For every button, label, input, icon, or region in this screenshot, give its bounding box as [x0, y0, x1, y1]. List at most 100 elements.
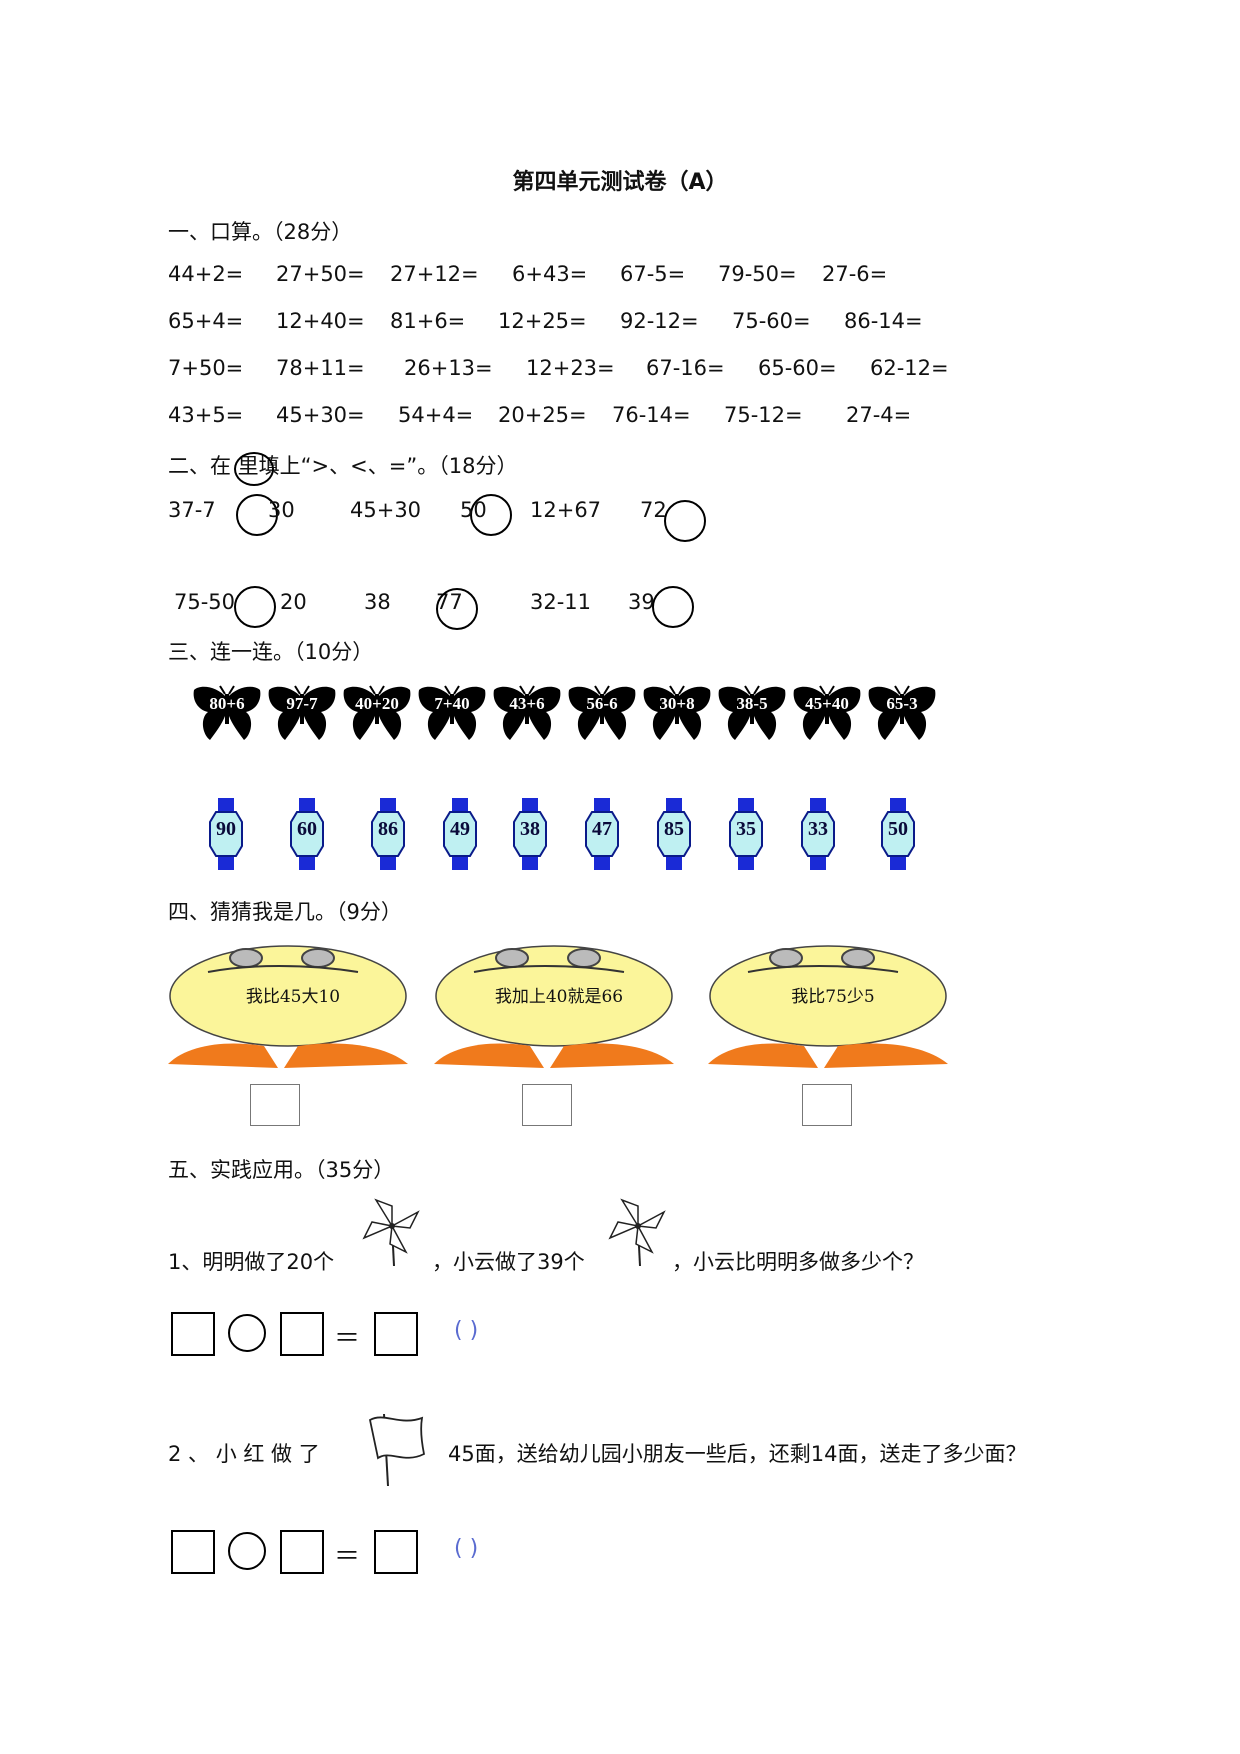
compare-circle-blank[interactable]	[236, 494, 278, 536]
unit-parentheses[interactable]: ( )	[454, 1536, 479, 1561]
compare-right: 30	[268, 498, 295, 522]
math-item: 12+23=	[526, 356, 615, 380]
frog-card: 我加上40就是66	[434, 944, 684, 1068]
equation-box[interactable]	[374, 1530, 418, 1574]
watch-card[interactable]: 35	[728, 798, 764, 870]
compare-circle-blank[interactable]	[652, 586, 694, 628]
pinwheel-icon	[362, 1196, 420, 1266]
unit-parentheses[interactable]: ( )	[454, 1318, 479, 1343]
butterfly-card[interactable]: 80+6	[192, 684, 262, 746]
operator-circle[interactable]	[228, 1532, 266, 1570]
math-item: 6+43=	[512, 262, 588, 286]
equation-box[interactable]	[280, 1312, 324, 1356]
compare-circle-blank[interactable]	[234, 586, 276, 628]
equation-box[interactable]	[280, 1530, 324, 1574]
compare-right: 72	[640, 498, 667, 522]
math-item: 75-12=	[724, 403, 803, 427]
watch-number: 60	[297, 818, 317, 840]
compare-left: 45+30	[350, 498, 422, 522]
butterfly-expression: 7+40	[434, 694, 470, 713]
math-item: 43+5=	[168, 403, 244, 427]
butterfly-expression: 56-6	[586, 694, 618, 713]
watch-number: 50	[888, 818, 908, 840]
compare-circle-blank[interactable]	[664, 500, 706, 542]
watch-card[interactable]: 33	[800, 798, 836, 870]
math-item: 65-60=	[758, 356, 837, 380]
section-2-heading: 二、在 里填上“>、<、=”。（18分）	[168, 454, 518, 478]
watch-number: 85	[664, 818, 684, 840]
equation-box[interactable]	[171, 1530, 215, 1574]
math-item: 12+25=	[498, 309, 587, 333]
watch-card[interactable]: 90	[208, 798, 244, 870]
equals-sign: ＝	[334, 1324, 361, 1354]
butterfly-card[interactable]: 38-5	[717, 684, 787, 746]
answer-box[interactable]	[250, 1084, 300, 1126]
watch-number: 38	[520, 818, 540, 840]
math-item: 92-12=	[620, 309, 699, 333]
compare-circle-blank[interactable]	[436, 588, 478, 630]
butterfly-expression: 45+40	[805, 694, 849, 713]
watch-card[interactable]: 38	[512, 798, 548, 870]
math-item: 27-6=	[822, 262, 888, 286]
butterfly-card[interactable]: 65-3	[867, 684, 937, 746]
math-item: 75-60=	[732, 309, 811, 333]
section-3-heading: 三、连一连。（10分）	[168, 640, 374, 664]
compare-left: 37-7	[168, 498, 216, 522]
butterfly-card[interactable]: 56-6	[567, 684, 637, 746]
math-item: 76-14=	[612, 403, 691, 427]
compare-left: 12+67	[530, 498, 602, 522]
q1-text-part2: ，小云做了39个	[432, 1250, 585, 1274]
watch-number: 35	[736, 818, 756, 840]
butterfly-card[interactable]: 30+8	[642, 684, 712, 746]
compare-left: 38	[364, 590, 391, 614]
watch-number: 49	[450, 818, 470, 840]
watch-card[interactable]: 50	[880, 798, 916, 870]
compare-left: 32-11	[530, 590, 592, 614]
operator-circle[interactable]	[228, 1314, 266, 1352]
butterfly-card[interactable]: 7+40	[417, 684, 487, 746]
watch-card[interactable]: 49	[442, 798, 478, 870]
math-item: 27-4=	[846, 403, 912, 427]
butterfly-card[interactable]: 40+20	[342, 684, 412, 746]
butterfly-expression: 40+20	[355, 694, 399, 713]
butterfly-expression: 38-5	[736, 694, 768, 713]
butterfly-expression: 65-3	[886, 694, 918, 713]
math-item: 67-5=	[620, 262, 686, 286]
math-item: 81+6=	[390, 309, 466, 333]
heading-circle-blank	[234, 452, 274, 486]
watch-card[interactable]: 60	[289, 798, 325, 870]
pinwheel-icon	[608, 1196, 666, 1266]
watch-card[interactable]: 47	[584, 798, 620, 870]
equals-sign: ＝	[334, 1542, 361, 1572]
compare-circle-blank[interactable]	[470, 494, 512, 536]
frog-clue: 我比45大10	[245, 987, 341, 1007]
compare-right: 39	[628, 590, 655, 614]
butterfly-expression: 43+6	[509, 694, 545, 713]
butterfly-card[interactable]: 43+6	[492, 684, 562, 746]
math-item: 79-50=	[718, 262, 797, 286]
equation-box[interactable]	[171, 1312, 215, 1356]
compare-left: 75-50	[174, 590, 236, 614]
math-item: 12+40=	[276, 309, 365, 333]
watch-card[interactable]: 86	[370, 798, 406, 870]
section-1-heading: 一、口算。（28分）	[168, 220, 353, 244]
math-item: 67-16=	[646, 356, 725, 380]
butterfly-card[interactable]: 45+40	[792, 684, 862, 746]
compare-right: 50	[460, 498, 487, 522]
math-item: 27+50=	[276, 262, 365, 286]
watch-card[interactable]: 85	[656, 798, 692, 870]
math-item: 44+2=	[168, 262, 244, 286]
answer-box[interactable]	[802, 1084, 852, 1126]
math-item: 86-14=	[844, 309, 923, 333]
watch-number: 90	[216, 818, 236, 840]
frog-clue: 我加上40就是66	[494, 987, 624, 1007]
watch-number: 47	[592, 818, 612, 840]
equation-box[interactable]	[374, 1312, 418, 1356]
section-5-heading: 五、实践应用。（35分）	[168, 1158, 395, 1182]
section-4-heading: 四、猜猜我是几。（9分）	[168, 900, 402, 924]
watch-number: 86	[378, 818, 398, 840]
answer-box[interactable]	[522, 1084, 572, 1126]
q1-text-part3: ，小云比明明多做多少个？	[672, 1250, 924, 1274]
butterfly-expression: 30+8	[659, 694, 695, 713]
butterfly-card[interactable]: 97-7	[267, 684, 337, 746]
